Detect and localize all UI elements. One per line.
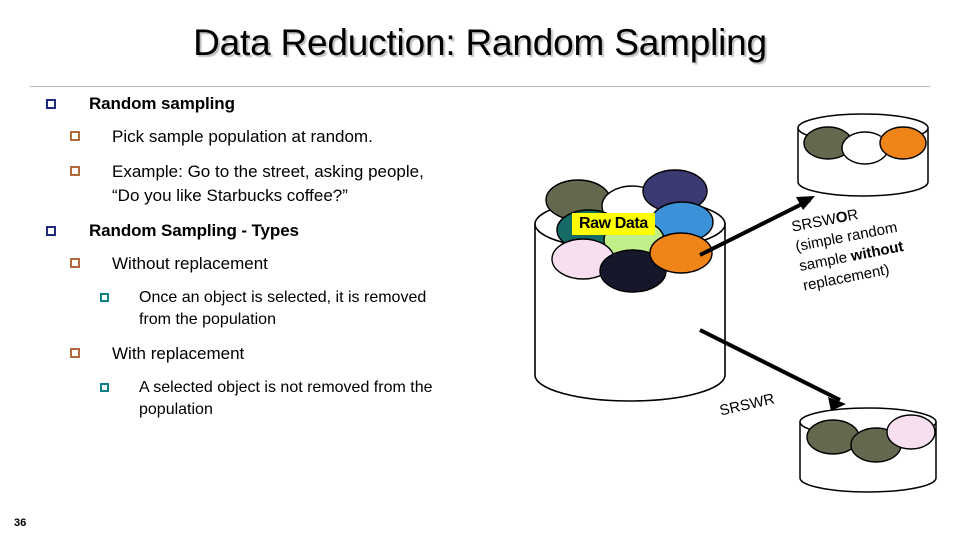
bullet-label: With replacement bbox=[112, 344, 245, 363]
bullet-object-removed: Once an object is selected, it is remove… bbox=[0, 287, 545, 331]
bullet-label: Pick sample population at random. bbox=[112, 127, 373, 146]
bullet-line-1: A selected object is not removed from th… bbox=[139, 379, 433, 396]
bullet-marker-level3-icon bbox=[100, 293, 109, 302]
sampling-diagram: Raw Data bbox=[510, 100, 960, 520]
bullet-pick-sample-population: Pick sample population at random. bbox=[0, 125, 545, 149]
bullet-label: Once an object is selected, it is remove… bbox=[139, 287, 426, 331]
srswr-arrow-head bbox=[828, 397, 846, 411]
diagram-canvas bbox=[534, 113, 937, 493]
srswor-items-group bbox=[803, 126, 927, 165]
bullet-marker-level1-icon bbox=[46, 226, 56, 236]
bullet-marker-level3-icon bbox=[100, 383, 109, 392]
bullet-random-sampling-types: Random Sampling - Types bbox=[0, 219, 545, 243]
title-divider bbox=[30, 86, 930, 87]
bullet-label: Example: Go to the street, asking people… bbox=[112, 160, 424, 208]
bullet-label: Without replacement bbox=[112, 254, 268, 273]
bullet-example-starbucks: Example: Go to the street, asking people… bbox=[0, 160, 545, 208]
srswr-result-cylinder bbox=[799, 407, 937, 493]
pink-ellipse bbox=[886, 414, 936, 450]
bullet-line-2: from the population bbox=[139, 311, 276, 328]
bullet-marker-level2-icon bbox=[70, 258, 80, 268]
bullet-label: A selected object is not removed from th… bbox=[139, 377, 432, 421]
raw-data-cylinder bbox=[534, 169, 726, 402]
bullet-marker-level2-icon bbox=[70, 131, 80, 141]
bullet-label: Random Sampling - Types bbox=[89, 221, 299, 240]
bullet-label: Random sampling bbox=[89, 94, 235, 113]
srswor-result-cylinder bbox=[797, 113, 929, 197]
srswor-arrow-head bbox=[796, 196, 815, 210]
srswr-arrow-shaft bbox=[699, 328, 841, 402]
raw-data-label: Raw Data bbox=[572, 213, 655, 235]
page-number: 36 bbox=[14, 517, 27, 529]
srswr-arrow bbox=[699, 328, 846, 411]
bullet-marker-level2-icon bbox=[70, 166, 80, 176]
bullet-marker-level2-icon bbox=[70, 348, 80, 358]
bullet-line-1: Once an object is selected, it is remove… bbox=[139, 289, 427, 306]
srswor-arrow-shaft bbox=[699, 198, 811, 257]
bullet-line-1: Example: Go to the street, asking people… bbox=[112, 162, 424, 181]
bullet-line-2: “Do you like Starbucks coffee?” bbox=[112, 186, 348, 205]
bullet-marker-level1-icon bbox=[46, 99, 56, 109]
srswr-items-group bbox=[806, 414, 936, 463]
page-title: Data Reduction: Random Sampling bbox=[193, 22, 767, 63]
content-bullet-list: Random sampling Pick sample population a… bbox=[0, 92, 545, 432]
srswor-arrow bbox=[699, 196, 815, 257]
bullet-with-replacement: With replacement bbox=[0, 342, 545, 366]
bullet-object-not-removed: A selected object is not removed from th… bbox=[0, 377, 545, 421]
orange-ellipse bbox=[649, 232, 713, 274]
orange-ellipse bbox=[879, 126, 927, 160]
bullet-random-sampling: Random sampling bbox=[0, 92, 545, 116]
bullet-line-2: population bbox=[139, 401, 213, 418]
bullet-without-replacement: Without replacement bbox=[0, 252, 545, 276]
